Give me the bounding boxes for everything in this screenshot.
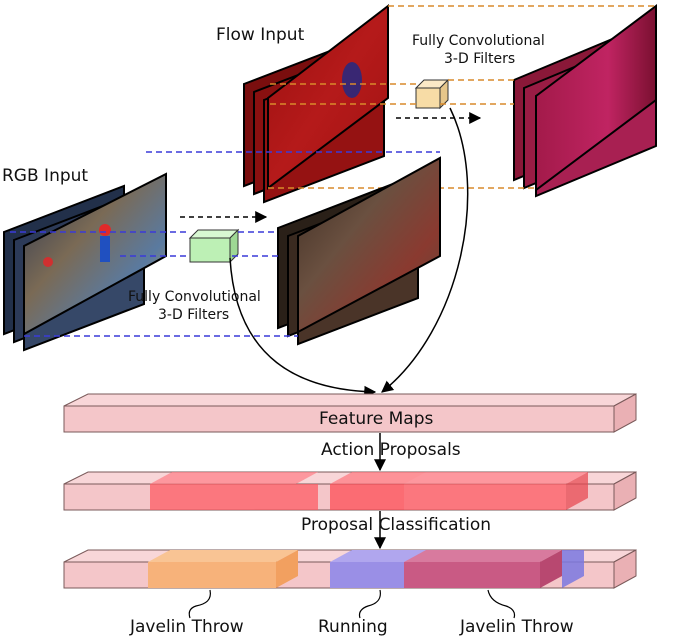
rgb-input-label: RGB Input [2,166,88,186]
rgb-output-frames [277,156,441,346]
rgb-filters-label-1: Fully Convolutional [128,289,261,305]
class-label-javelin-1: Javelin Throw [129,617,244,637]
flow-output-frames [513,4,657,198]
flow-filters-label-1: Fully Convolutional [412,33,545,49]
class-segment-running [330,550,428,588]
flow-to-feature-arrow [381,107,469,393]
action-proposals-label: Action Proposals [321,440,461,460]
proposal-classification-label: Proposal Classification [301,515,491,535]
rgb-to-feature-arrow [229,257,377,398]
class-segment-javelin-2 [404,550,584,588]
proposal-segments [150,472,588,510]
rgb-input-frames [3,172,167,352]
class-label-connectors [188,589,516,619]
flow-input-frames [243,3,389,204]
class-label-running: Running [318,617,388,637]
class-segment-javelin-1 [148,550,298,588]
feature-maps-label: Feature Maps [319,409,434,429]
rgb-filters-label-2: 3-D Filters [158,307,229,323]
flow-filters-label-2: 3-D Filters [444,51,515,67]
flow-input-label: Flow Input [216,25,305,45]
rgb-dashed-guides [10,151,440,337]
feature-maps-bar [63,393,637,433]
rgb-filter-cube [188,228,240,264]
flow-filter-cube [414,78,450,110]
class-label-javelin-2: Javelin Throw [459,617,574,637]
